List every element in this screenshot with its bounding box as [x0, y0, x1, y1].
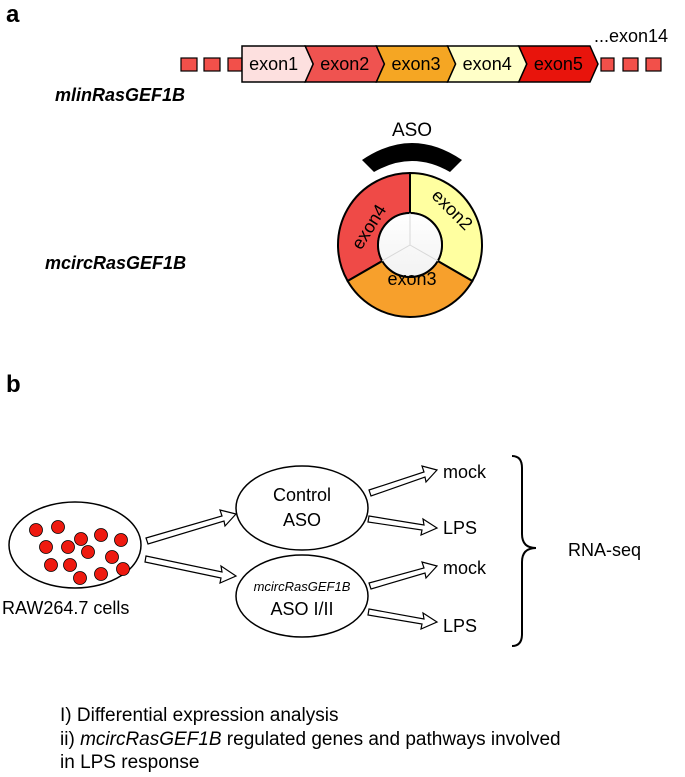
cells-label: RAW264.7 cells [2, 598, 129, 618]
hole-divider [409, 244, 439, 262]
linear-exon-track: exon1 exon2 exon3 exon4 exon5 [241, 45, 599, 83]
note-line-3: in LPS response [60, 752, 200, 773]
cell-dish [8, 501, 142, 589]
cell-dot [39, 540, 53, 554]
intron-blocks-left [180, 57, 243, 72]
cell-dot [63, 558, 77, 572]
cell-dot [61, 540, 75, 554]
cell-dot [94, 567, 108, 581]
cell-dot [81, 545, 95, 559]
note-line-2: ii) mcircRasGEF1B regulated genes and pa… [60, 728, 561, 752]
cell-dot [51, 520, 65, 534]
arrow-to-control-icon [145, 509, 238, 545]
note-line-2-prefix: ii) [60, 728, 81, 750]
note-line-2-rest: regulated genes and pathways involved [221, 728, 561, 750]
note-line-1: I) Differential expression analysis [60, 705, 339, 726]
circ-aso-node [235, 554, 369, 638]
outcome-lps-1: LPS [443, 518, 477, 538]
intron-block [203, 57, 221, 72]
linear-transcript-label: mlinRasGEF1B [55, 85, 185, 105]
arrow-circ-lps-icon [367, 608, 439, 631]
cell-dot [105, 550, 119, 564]
cells-group [29, 520, 130, 585]
cell-dot [44, 558, 58, 572]
control-aso-line1: Control [273, 485, 331, 505]
panel-a-label: a [6, 1, 20, 28]
cell-dot [94, 528, 108, 542]
exon14-label: ...exon14 [594, 26, 668, 46]
note-line-2-gene: mcircRasGEF1B [80, 728, 222, 750]
circ-aso-line2: ASO I/II [270, 599, 333, 619]
exon-block-5 [517, 45, 599, 83]
control-aso-node [235, 465, 369, 551]
exon-label-2: exon2 [320, 54, 369, 74]
intron-block [600, 57, 615, 72]
intron-block [622, 57, 639, 72]
rnaseq-label: RNA-seq [568, 540, 641, 560]
outcome-lps-2: LPS [443, 616, 477, 636]
aso-label: ASO [392, 120, 432, 141]
arrow-circ-mock-icon [368, 561, 439, 590]
ring-label-exon3: exon3 [387, 269, 436, 289]
arrow-control-mock-icon [368, 465, 439, 497]
intron-block [645, 57, 662, 72]
exon-label-4: exon4 [463, 54, 512, 74]
intron-block [180, 57, 198, 72]
circular-transcript-label: mcircRasGEF1B [45, 253, 186, 273]
circ-aso-line1: mcircRasGEF1B [254, 579, 351, 594]
hole-divider [381, 244, 411, 262]
exon-label-1: exon1 [249, 54, 298, 74]
arrow-to-circ-aso-icon [144, 555, 238, 585]
outcome-mock-2: mock [443, 558, 487, 578]
exon-label-3: exon3 [391, 54, 440, 74]
arrow-control-lps-icon [367, 515, 439, 537]
cell-dot [74, 532, 88, 546]
aso-arc-icon [362, 143, 462, 172]
cell-dot [73, 571, 87, 585]
outcome-mock-1: mock [443, 462, 487, 482]
intron-blocks-right [600, 57, 662, 72]
exon-label-5: exon5 [534, 54, 583, 74]
intron-block [227, 57, 243, 72]
control-aso-line2: ASO [283, 510, 321, 530]
cell-dot [114, 533, 128, 547]
analysis-notes: I) Differential expression analysis ii) … [60, 704, 561, 775]
cell-dot [116, 562, 130, 576]
circular-rna-ring: exon4 exon2 exon3 [337, 171, 483, 318]
grouping-brace [511, 455, 537, 647]
cell-dot [29, 523, 43, 537]
panel-b-label: b [6, 371, 21, 398]
